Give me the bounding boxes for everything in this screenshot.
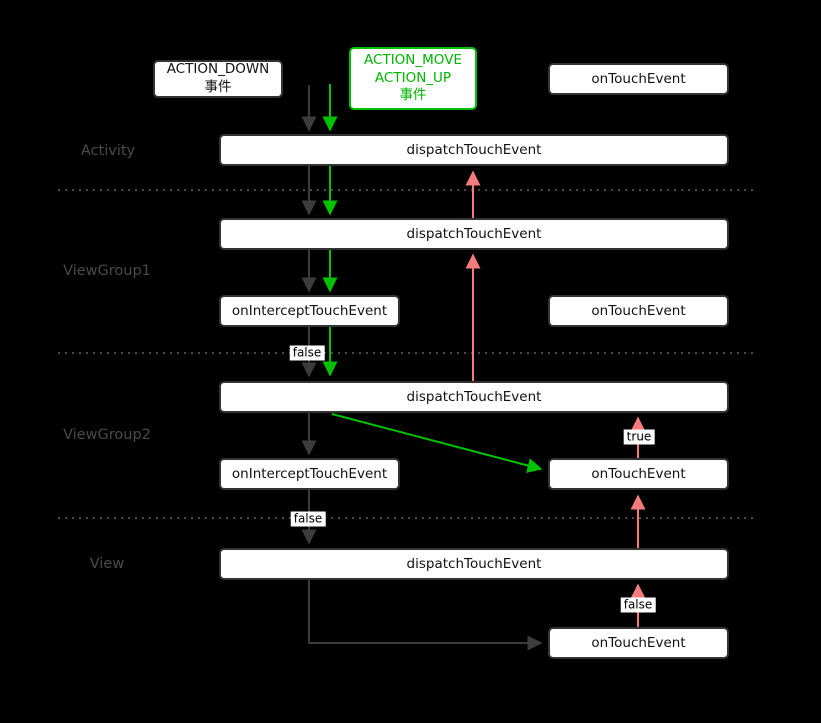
edge-label-vg2-true: true	[623, 429, 655, 445]
viewgroup1-dispatchtouchevent-box: dispatchTouchEvent	[219, 218, 729, 250]
view-dispatchtouchevent-box: dispatchTouchEvent	[219, 548, 729, 580]
viewgroup1-ontouchevent-box: onTouchEvent	[548, 295, 729, 327]
arrow-elbow-to-view-ontouch	[308, 580, 543, 651]
row-label-view: View	[89, 556, 125, 572]
edge-label-view-false: false	[620, 597, 656, 613]
green-arrow-vg2-dispatch-to-vg2-ontouch	[331, 413, 543, 473]
viewgroup1-onintercepttouchevent-box: onInterceptTouchEvent	[219, 295, 400, 327]
viewgroup2-onintercepttouchevent-box: onInterceptTouchEvent	[219, 458, 400, 490]
action-down-event-text: 事件	[204, 79, 232, 95]
row-label-viewgroup2: ViewGroup2	[63, 427, 151, 443]
activity-dispatchtouchevent-box: dispatchTouchEvent	[219, 134, 729, 166]
action-move-label: ACTION_MOVE	[364, 52, 462, 69]
top-ontouchevent-box: onTouchEvent	[548, 63, 729, 95]
action-move-up-event-text: 事件	[399, 87, 427, 104]
view-ontouchevent-box: onTouchEvent	[548, 627, 729, 659]
edge-label-vg1-false: false	[289, 345, 325, 361]
viewgroup2-dispatchtouchevent-box: dispatchTouchEvent	[219, 381, 729, 413]
action-down-label: ACTION_DOWN	[166, 61, 270, 78]
row-label-activity: Activity	[80, 143, 136, 159]
row-label-viewgroup1: ViewGroup1	[63, 263, 151, 279]
action-up-label: ACTION_UP	[374, 69, 452, 86]
action-down-event-box: ACTION_DOWN 事件	[153, 60, 283, 98]
viewgroup2-ontouchevent-box: onTouchEvent	[548, 458, 729, 490]
action-move-up-event-box: ACTION_MOVE ACTION_UP 事件	[349, 47, 477, 110]
edge-label-vg2-false: false	[290, 511, 326, 527]
